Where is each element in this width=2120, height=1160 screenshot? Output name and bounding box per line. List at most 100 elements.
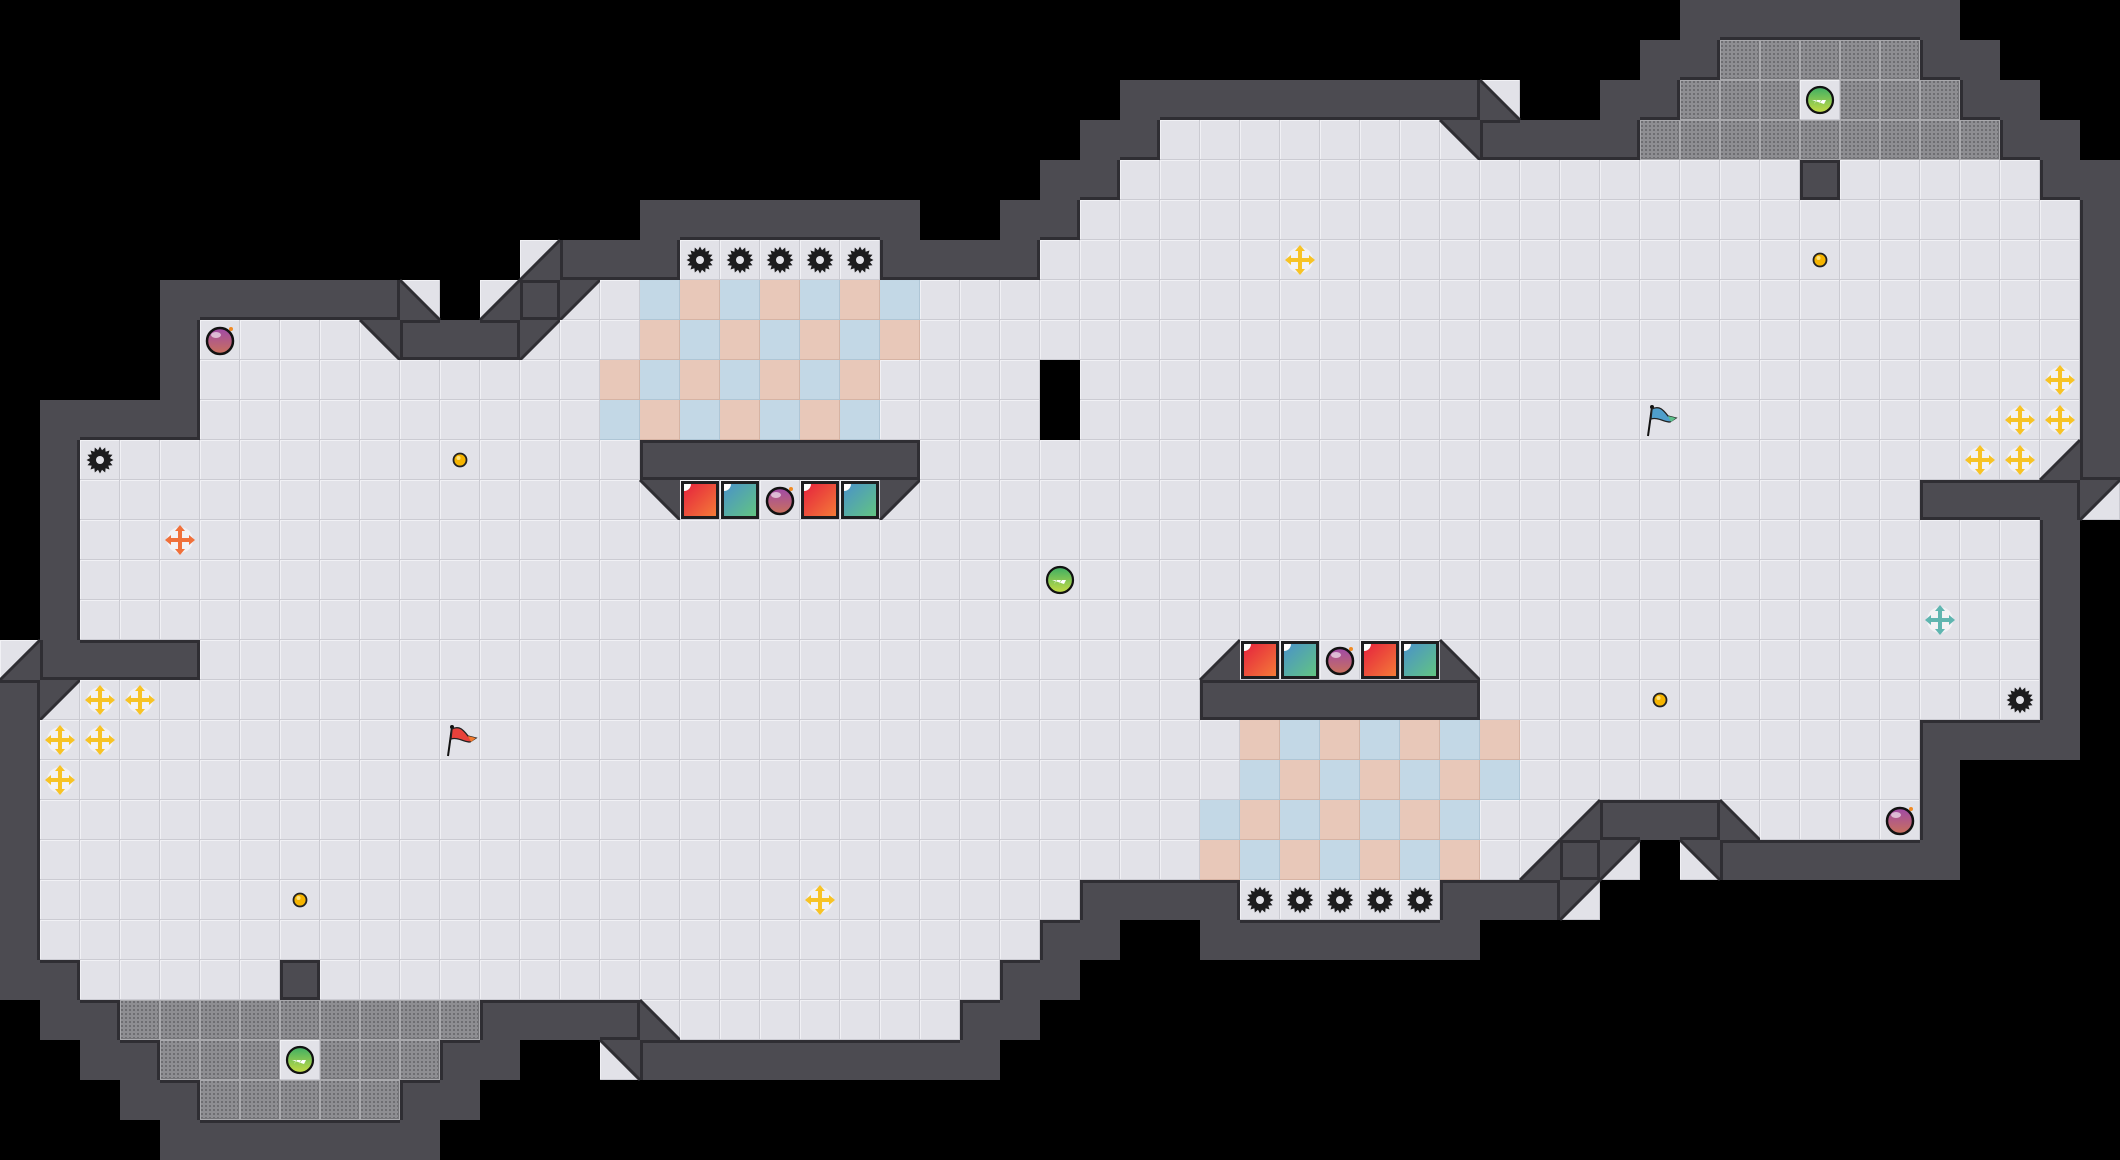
floor-tile [1360,280,1400,320]
floor-tile [1760,440,1800,480]
wall-tile [1720,0,1760,40]
floor-tile [1200,400,1240,440]
floor-tile [1040,640,1080,680]
floor-tile [1480,480,1520,520]
floor-tile [200,760,240,800]
diagonal-wall-tile [0,638,42,682]
floor-tile [1080,840,1120,880]
floor-tile [1840,760,1880,800]
floor-tile [560,480,600,520]
floor-tile [1840,360,1880,400]
floor-tile [480,840,520,880]
wall-tile [1560,840,1600,880]
floor-tile [1200,720,1240,760]
floor-tile [400,680,440,720]
wall-tile [1880,0,1920,40]
floor-tile [440,960,480,1000]
floor-tile [80,960,120,1000]
coin-icon [440,440,480,480]
floor-tile [440,520,480,560]
floor-tile [1040,840,1080,880]
floor-tile [1520,200,1560,240]
floor-tile [1560,200,1600,240]
red-team-tile [1440,760,1480,800]
floor-tile [360,880,400,920]
floor-tile [1440,400,1480,440]
spike-icon [1400,880,1440,920]
wall-tile [1600,80,1640,120]
floor-tile [80,840,120,880]
floor-tile [400,520,440,560]
floor-tile [1440,600,1480,640]
floor-tile [760,560,800,600]
floor-tile [920,720,960,760]
floor-tile [1360,520,1400,560]
floor-tile [1160,720,1200,760]
wall-tile [1440,80,1480,120]
floor-tile [1400,600,1440,640]
floor-tile [720,880,760,920]
blue-team-tile [840,320,880,360]
floor-tile [1080,640,1120,680]
wall-tile [1920,840,1960,880]
floor-tile [1680,280,1720,320]
blue-team-tile [1320,760,1360,800]
red-team-tile [640,320,680,360]
floor-tile [1960,360,2000,400]
floor-tile [320,480,360,520]
floor-tile [1000,320,1040,360]
floor-tile [1920,440,1960,480]
floor-tile [280,520,320,560]
floor-tile [200,880,240,920]
floor-tile [480,960,520,1000]
floor-tile [480,440,520,480]
red-team-tile [680,280,720,320]
wall-tile [2040,160,2080,200]
floor-tile [1400,560,1440,600]
wall-tile [1800,160,1840,200]
floor-tile [920,440,960,480]
floor-tile [1120,680,1160,720]
floor-tile [1360,480,1400,520]
floor-tile [1440,240,1480,280]
floor-tile [1440,560,1480,600]
floor-tile [1480,280,1520,320]
wall-tile [1960,480,2000,520]
floor-tile [1400,200,1440,240]
floor-tile [1600,680,1640,720]
floor-tile [680,600,720,640]
wall-tile [520,1000,560,1040]
floor-tile [440,360,480,400]
floor-tile [1000,880,1040,920]
floor-tile [1480,320,1520,360]
wall-tile [1400,920,1440,960]
floor-tile [1080,520,1120,560]
floor-tile [1640,160,1680,200]
floor-tile [880,600,920,640]
floor-tile [960,760,1000,800]
floor-tile [2000,280,2040,320]
floor-tile [1800,600,1840,640]
wall-tile [1960,80,2000,120]
floor-tile [320,360,360,400]
diagonal-wall-tile [358,318,402,362]
floor-tile [1000,920,1040,960]
floor-tile [920,680,960,720]
floor-tile [320,880,360,920]
diagonal-wall-tile [1558,878,1602,922]
floor-tile [1600,160,1640,200]
floor-tile [800,960,840,1000]
wall-tile [1800,840,1840,880]
boost-icon [80,680,120,720]
floor-tile [1920,560,1960,600]
wall-tile [1600,120,1640,160]
floor-tile [1400,320,1440,360]
floor-tile [240,640,280,680]
floor-tile [1760,200,1800,240]
floor-tile [680,800,720,840]
wall-tile [1840,0,1880,40]
red-team-tile [1400,720,1440,760]
floor-tile [600,280,640,320]
floor-tile [320,800,360,840]
